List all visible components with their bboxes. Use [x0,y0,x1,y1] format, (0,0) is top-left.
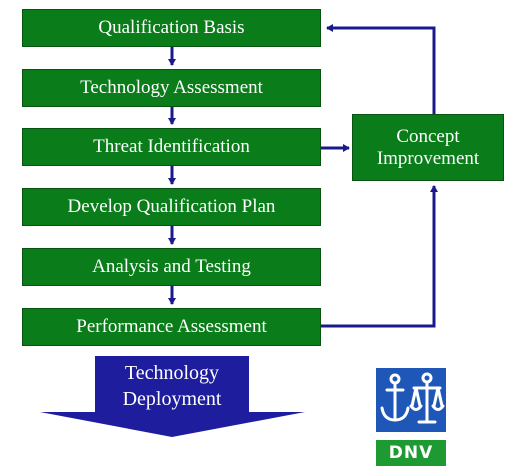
step-label: Threat Identification [93,136,250,157]
step-threat-identification: Threat Identification [22,128,321,166]
arrow-concept-to-basis [326,24,436,114]
step-label: Qualification Basis [98,17,245,38]
step-develop-qualification-plan: Develop Qualification Plan [22,188,321,226]
dnv-logo: DNV [376,368,446,466]
deployment-line1: Technology [124,362,220,384]
step-label: Technology Assessment [80,77,263,98]
concept-line1: Concept [396,125,460,147]
step-label: Analysis and Testing [92,256,251,277]
deployment-line2: Deployment [122,388,222,410]
step-label: Performance Assessment [76,316,267,337]
step-performance-assessment: Performance Assessment [22,308,321,346]
step-label: Develop Qualification Plan [67,196,276,217]
anchor-scales-icon [376,368,446,466]
step-technology-assessment: Technology Assessment [22,69,321,107]
deployment-arrow-shape [40,356,305,437]
concept-improvement-box: Concept Improvement [352,114,504,181]
logo-text: DNV [388,443,434,463]
step-analysis-and-testing: Analysis and Testing [22,248,321,286]
step-qualification-basis: Qualification Basis [22,9,321,47]
arrow-performance-to-concept [321,185,438,328]
concept-line2: Improvement [376,147,480,169]
